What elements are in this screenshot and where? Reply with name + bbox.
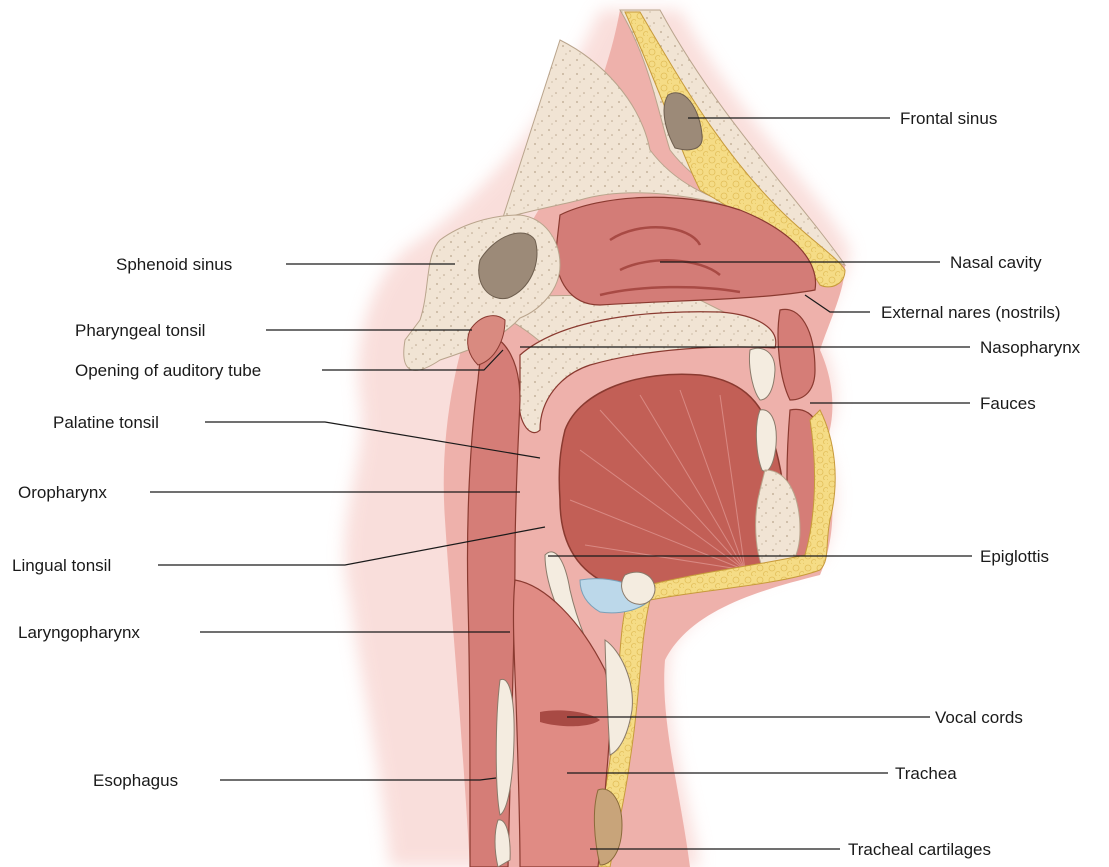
label-laryngopharynx: Laryngopharynx <box>18 623 140 642</box>
label-lingual-tonsil: Lingual tonsil <box>12 556 111 575</box>
label-frontal-sinus: Frontal sinus <box>900 109 997 128</box>
label-oropharynx: Oropharynx <box>18 483 107 502</box>
labels-right: Frontal sinus Nasal cavity External nare… <box>848 109 1081 859</box>
label-pharyngeal-tonsil: Pharyngeal tonsil <box>75 321 205 340</box>
labels-left: Sphenoid sinus Pharyngeal tonsil Opening… <box>12 255 261 790</box>
label-nasopharynx: Nasopharynx <box>980 338 1081 357</box>
label-tracheal-cartilages: Tracheal cartilages <box>848 840 991 859</box>
label-nasal-cavity: Nasal cavity <box>950 253 1042 272</box>
label-opening-auditory-tube: Opening of auditory tube <box>75 361 261 380</box>
label-vocal-cords: Vocal cords <box>935 708 1023 727</box>
label-trachea: Trachea <box>895 764 957 783</box>
label-esophagus: Esophagus <box>93 771 178 790</box>
label-epiglottis: Epiglottis <box>980 547 1049 566</box>
tongue <box>559 374 785 587</box>
label-palatine-tonsil: Palatine tonsil <box>53 413 159 432</box>
label-sphenoid-sinus: Sphenoid sinus <box>116 255 232 274</box>
label-fauces: Fauces <box>980 394 1036 413</box>
label-external-nares: External nares (nostrils) <box>881 303 1061 322</box>
